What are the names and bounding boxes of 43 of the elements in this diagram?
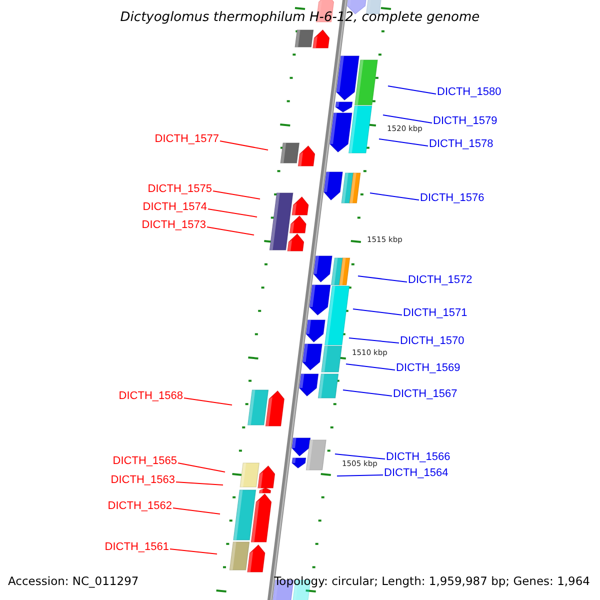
leader-line (378, 138, 428, 146)
gene-label: DICTH_1564 (384, 468, 448, 479)
gene-label: DICTH_1571 (403, 308, 468, 319)
leader-line (176, 482, 224, 486)
leader-line (336, 474, 384, 476)
gene-label: DICTH_1567 (393, 389, 458, 400)
gene-label: DICTH_1563 (110, 475, 175, 486)
gene-label: DICTH_1578 (429, 139, 494, 150)
gene-label: DICTH_1566 (386, 452, 450, 463)
gene-label: DICTH_1569 (396, 363, 460, 374)
leader-line (348, 338, 400, 344)
leader-line (352, 308, 402, 316)
gene-label: DICTH_1573 (142, 220, 206, 231)
gene-label: DICTH_1570 (400, 336, 464, 347)
title: Dictyoglomus thermophilum H-6-12, complete genome (119, 11, 481, 24)
leader-line (220, 140, 268, 150)
gene-label: DICTH_1580 (437, 87, 502, 98)
leader-line (334, 454, 386, 460)
leader-line (212, 190, 260, 200)
leader-line (388, 86, 436, 94)
leader-line (342, 390, 392, 396)
gene-label: DICTH_1572 (408, 275, 472, 286)
gene-label: DICTH_1568 (118, 391, 183, 402)
gene-label: DICTH_1574 (142, 202, 207, 213)
leader-line (172, 508, 220, 514)
gene-label: DICTH_1562 (108, 501, 172, 512)
leader-line (206, 226, 254, 236)
gene-label: DICTH_1579 (433, 116, 498, 127)
leader-line (382, 114, 432, 124)
gene-label: DICTH_1576 (420, 193, 484, 204)
gene-label: DICTH_1577 (154, 134, 219, 145)
gene-label: DICTH_1575 (148, 184, 212, 195)
leader-line (346, 364, 396, 370)
leader-line (358, 276, 408, 282)
leader-line (184, 398, 232, 406)
gene-label: DICTH_1565 (112, 456, 177, 467)
leader-line (370, 192, 420, 200)
accession-text: Accession: NC_011297 (8, 576, 139, 588)
leader-line (178, 462, 226, 472)
gene-label: DICTH_1561 (104, 542, 169, 553)
leader-line (208, 208, 258, 218)
genome-info-text: Topology: circular; Length: 1,959,987 bp; Genes: 1,964 (274, 576, 590, 588)
leader-line (170, 548, 218, 554)
